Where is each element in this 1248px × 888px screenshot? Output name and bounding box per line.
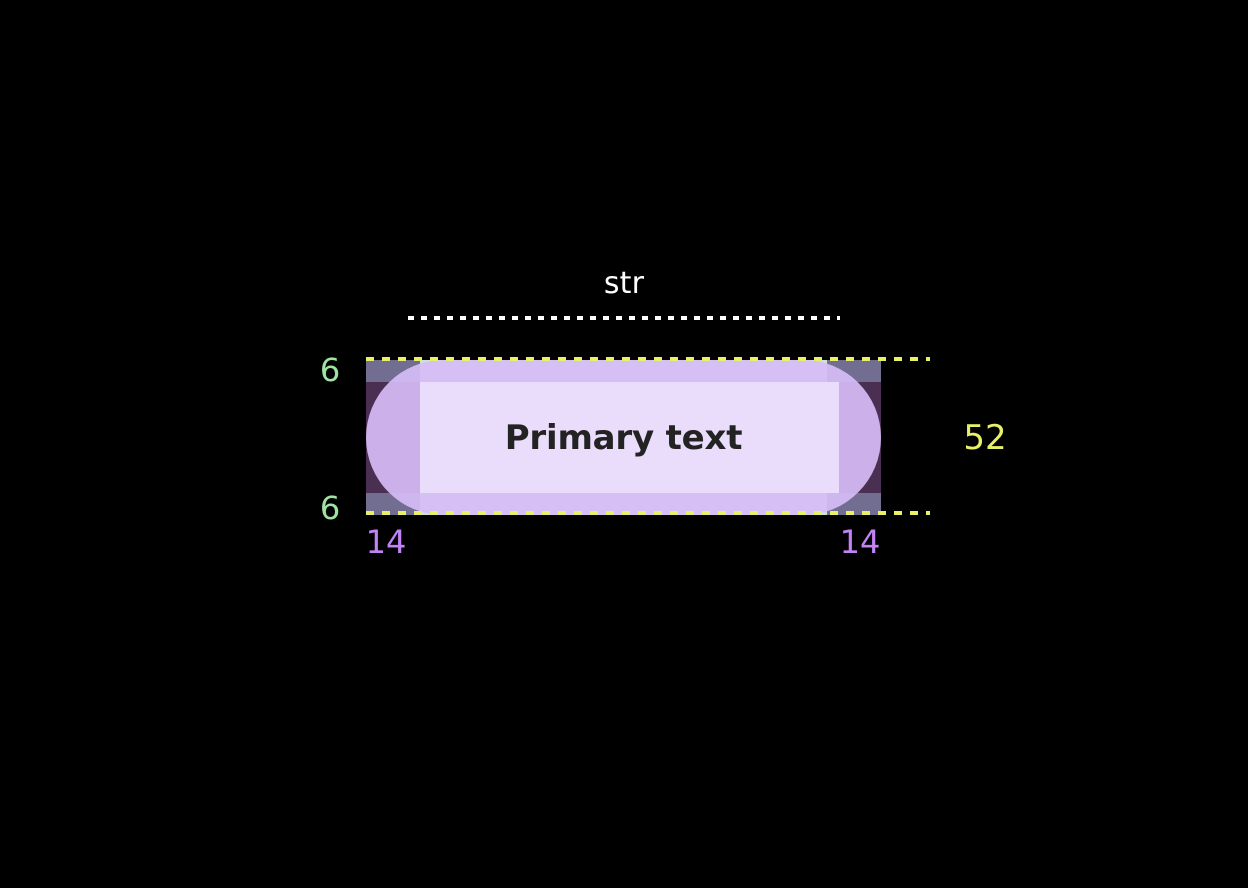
padding-left-value: 14: [365, 523, 407, 561]
height-guide-top: [366, 357, 930, 361]
button-content-plate: [420, 382, 839, 493]
height-guide-bottom: [366, 511, 930, 515]
padding-right-value: 14: [839, 523, 881, 561]
height-value-label: 52: [963, 418, 1007, 458]
width-measure-dotted-line: [408, 316, 840, 320]
primary-button-label: Primary text: [504, 417, 743, 458]
padding-top-value: 6: [319, 351, 341, 389]
width-measure-label: str: [603, 266, 645, 301]
padding-bottom-value: 6: [319, 489, 341, 527]
